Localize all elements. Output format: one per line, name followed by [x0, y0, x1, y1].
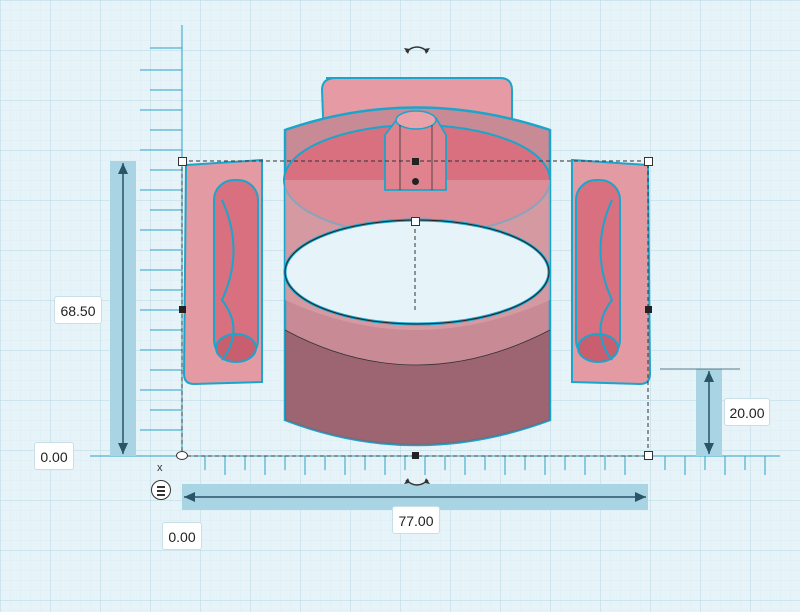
- handle-left-center[interactable]: [179, 306, 186, 313]
- handle-top-center-height[interactable]: [411, 217, 420, 226]
- handle-right-center[interactable]: [645, 306, 652, 313]
- width-value[interactable]: 77.00: [392, 506, 440, 534]
- menu-icon[interactable]: [151, 480, 171, 500]
- width-dimension: [182, 484, 648, 510]
- handle-bottom-center[interactable]: [412, 452, 419, 459]
- elevation-value[interactable]: 20.00: [724, 398, 770, 426]
- handle-bottom-left[interactable]: [176, 451, 188, 460]
- handle-top-center[interactable]: [412, 158, 419, 165]
- handle-bottom-right[interactable]: [644, 451, 653, 460]
- rotate-arrow-icon[interactable]: [402, 40, 432, 56]
- x-axis-label: x: [157, 462, 163, 474]
- origin-y-value[interactable]: 0.00: [34, 442, 74, 470]
- handle-top-left[interactable]: [178, 157, 187, 166]
- handle-top-right[interactable]: [644, 157, 653, 166]
- rotate-arrow-icon[interactable]: [402, 476, 432, 492]
- elevation-dimension: [660, 368, 740, 456]
- lift-handle[interactable]: [412, 178, 419, 185]
- vertical-ruler: [140, 25, 183, 460]
- height-dimension: [110, 161, 136, 456]
- height-value[interactable]: 68.50: [54, 296, 102, 324]
- selected-shape[interactable]: [182, 77, 652, 447]
- origin-x-value[interactable]: 0.00: [162, 522, 202, 550]
